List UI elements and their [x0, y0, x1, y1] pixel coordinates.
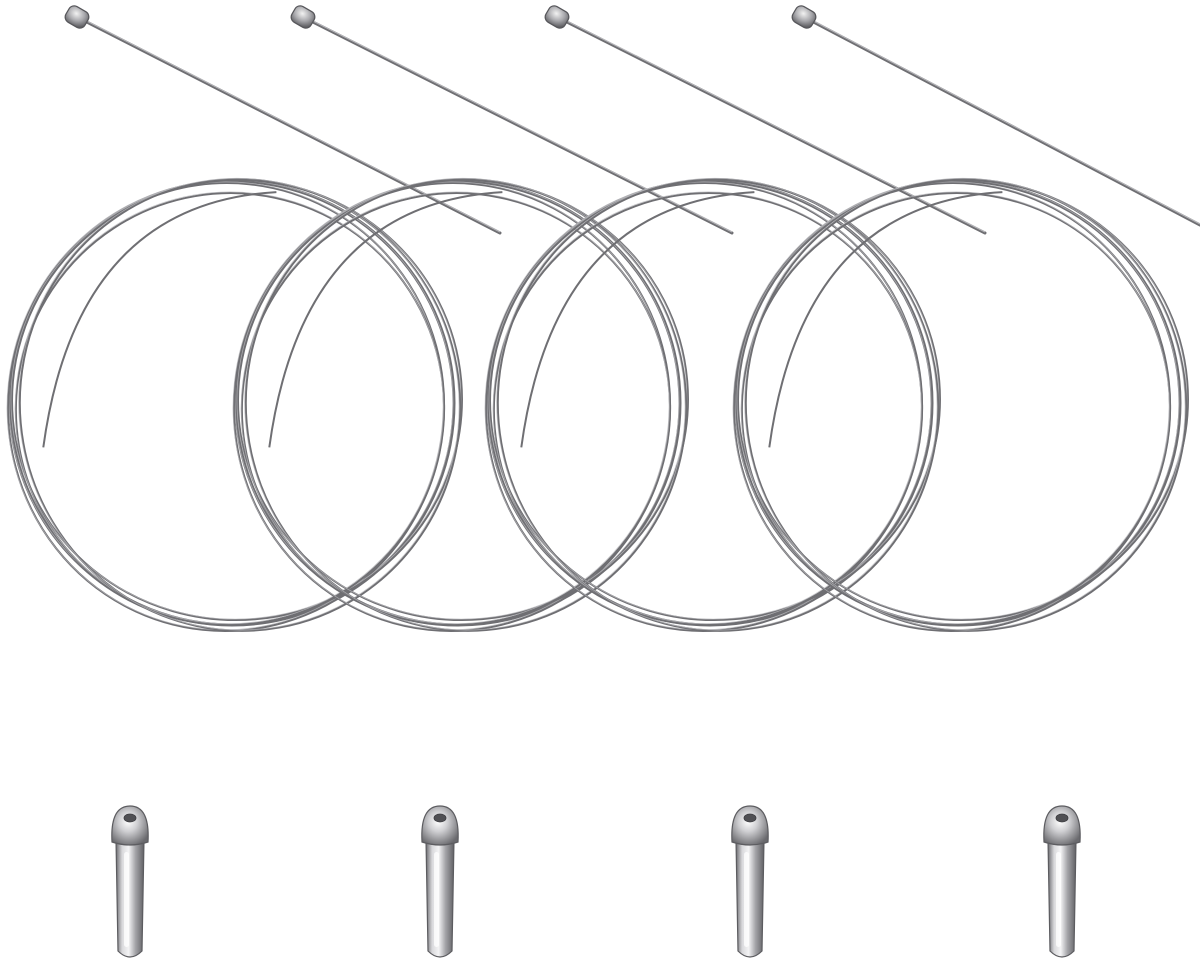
end-cap-hole: [123, 813, 137, 823]
cable-end-cap: [731, 805, 769, 958]
cable-loop: [732, 182, 1172, 632]
cable-loop-highlight: [744, 177, 1186, 631]
brake-cable: [484, 5, 987, 632]
cable-loop-highlight: [732, 181, 1170, 631]
cable-end-cap: [1043, 805, 1081, 958]
cable-tail: [802, 15, 1200, 227]
cable-loop-highlight: [240, 191, 670, 625]
end-cap-body: [425, 839, 455, 958]
cable-loop: [232, 182, 672, 632]
cable-loop: [489, 178, 941, 622]
cable-loop-highlight: [740, 191, 1170, 625]
nipple-body: [791, 5, 817, 29]
cable-tail-highlight: [76, 15, 501, 233]
brake-cable: [732, 5, 1200, 632]
cable-tail-highlight: [803, 15, 1200, 225]
end-cap-head: [1043, 805, 1081, 846]
cable-loop-highlight: [488, 178, 940, 620]
cable-loop: [244, 178, 688, 632]
cable-loop: [492, 192, 924, 626]
cable-loop-highlight: [736, 178, 1188, 620]
cable-loop: [14, 192, 446, 626]
cable-coils: [6, 5, 1200, 632]
cable-loop-highlight: [14, 191, 444, 625]
end-cap-shine: [124, 852, 129, 947]
end-cap-body: [1047, 839, 1077, 958]
cable-tail-highlight: [302, 15, 733, 233]
cable-loop: [737, 178, 1189, 622]
cable-loop-highlight: [492, 191, 922, 625]
cable-strand: [768, 191, 1003, 448]
cable-strand: [42, 191, 277, 448]
nipple-body: [290, 5, 316, 29]
cable-loop: [744, 178, 1188, 632]
end-cap-hole: [1055, 813, 1069, 823]
nipple-body: [544, 5, 570, 29]
brake-cable: [6, 5, 502, 632]
end-cap-shine: [1056, 852, 1061, 947]
cable-loop: [237, 178, 689, 622]
end-cap-hole: [433, 813, 447, 823]
cable-loop-highlight: [244, 177, 686, 631]
cable-loop: [496, 178, 940, 632]
cable-loop-highlight: [232, 181, 670, 631]
cable-nipple: [544, 5, 570, 29]
cable-end-cap: [111, 805, 149, 958]
end-cap-head: [111, 805, 149, 846]
end-cap-body: [735, 839, 765, 958]
cable-loop-highlight: [484, 181, 922, 631]
end-caps: [111, 805, 1081, 958]
brake-cable: [232, 5, 734, 632]
cable-loop: [240, 192, 672, 626]
end-cap-shine: [434, 852, 439, 947]
cable-loop-highlight: [18, 177, 460, 631]
cable-nipple: [64, 5, 90, 29]
cable-strand: [268, 191, 503, 448]
end-cap-head: [421, 805, 459, 846]
cable-loop: [18, 178, 462, 632]
end-cap-head: [731, 805, 769, 846]
nipple-body: [64, 5, 90, 29]
cable-nipple: [791, 5, 817, 29]
cable-strand: [520, 191, 755, 448]
end-cap-body: [115, 839, 145, 958]
end-cap-shine: [744, 852, 749, 947]
cable-loop-highlight: [496, 177, 938, 631]
cable-end-cap: [421, 805, 459, 958]
cable-tail: [75, 15, 502, 235]
end-cap-hole: [743, 813, 757, 823]
cable-nipple: [290, 5, 316, 29]
cable-loop: [740, 192, 1172, 626]
